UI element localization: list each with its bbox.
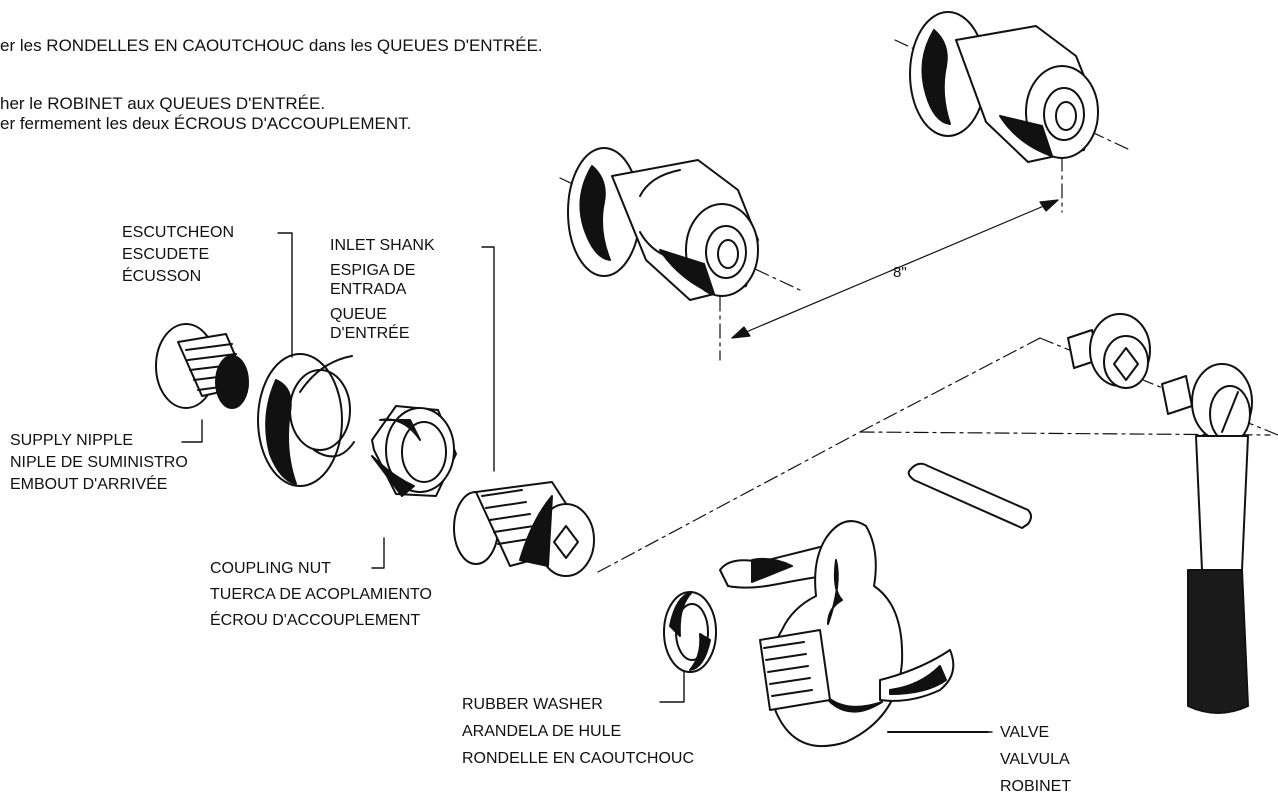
installed-stub-right [909, 11, 1099, 163]
valve-body-part [719, 520, 989, 748]
label-rubber-washer: RUBBER WASHER ARANDELA DE HULE RONDELLE … [462, 691, 694, 772]
label-inlet-shank: INLET SHANK ESPIGA DE ENTRADA QUEUE D'EN… [330, 236, 435, 343]
label-supply-nipple-fr: EMBOUT D'ARRIVÉE [10, 476, 168, 493]
label-coupling-nut-en: COUPLING NUT [210, 560, 331, 577]
label-inlet-shank-fr-2: D'ENTRÉE [330, 325, 410, 342]
label-inlet-shank-es-2: ENTRADA [330, 281, 407, 298]
label-inlet-shank-es-1: ESPIGA DE [330, 262, 416, 279]
label-supply-nipple-en: SUPPLY NIPPLE [10, 432, 134, 449]
leader-lines [181, 232, 993, 733]
label-valve-es: VALVULA [1000, 751, 1070, 768]
label-valve-en: VALVE [1000, 724, 1050, 741]
label-rubber-washer-fr: RONDELLE EN CAOUTCHOUC [462, 750, 695, 767]
label-rubber-washer-es: ARANDELA DE HULE [462, 723, 622, 740]
label-inlet-shank-en: INLET SHANK [330, 237, 435, 254]
instruction-attach-valve: her le ROBINET aux QUEUES D'ENTRÉE. [0, 94, 326, 113]
label-inlet-shank-fr-1: QUEUE [330, 306, 387, 323]
escutcheon-part [257, 353, 355, 487]
supply-nipple-part [155, 323, 249, 409]
label-valve-fr: ROBINET [1000, 778, 1072, 795]
label-escutcheon-en: ESCUTCHEON [122, 224, 235, 241]
inlet-shank-part [453, 481, 595, 577]
dimension-label: 8" [893, 264, 907, 281]
dimension-line-8in [731, 199, 1059, 339]
instruction-tighten-nuts: er fermement les deux ÉCROUS D'ACCOUPLEM… [0, 114, 412, 133]
instruction-washers: er les RONDELLES EN CAOUTCHOUC dans les … [0, 36, 543, 55]
label-coupling-nut: COUPLING NUT TUERCA DE ACOPLAMIENTO ÉCRO… [210, 556, 432, 634]
rubber-washer-part [663, 591, 717, 673]
label-coupling-nut-fr: ÉCROU D'ACCOUPLEMENT [210, 612, 421, 629]
screwdriver-tool [907, 462, 1032, 529]
label-supply-nipple-es: NIPLE DE SUMINISTRO [10, 454, 188, 471]
label-escutcheon-es: ESCUDETE [122, 246, 210, 263]
label-coupling-nut-es: TUERCA DE ACOPLAMIENTO [210, 586, 432, 603]
coupling-nut-part [371, 405, 457, 497]
label-escutcheon-fr: ÉCUSSON [122, 268, 202, 285]
installed-stub-left [567, 147, 759, 301]
label-supply-nipple: SUPPLY NIPPLE NIPLE DE SUMINISTRO EMBOUT… [10, 430, 188, 496]
label-valve: VALVE VALVULA ROBINET [1000, 719, 1071, 800]
label-escutcheon: ESCUTCHEON ESCUDETE ÉCUSSON [122, 222, 234, 288]
centerlines [559, 39, 1278, 573]
label-rubber-washer-en: RUBBER WASHER [462, 696, 603, 713]
socket-wrench-tool [1067, 313, 1253, 714]
